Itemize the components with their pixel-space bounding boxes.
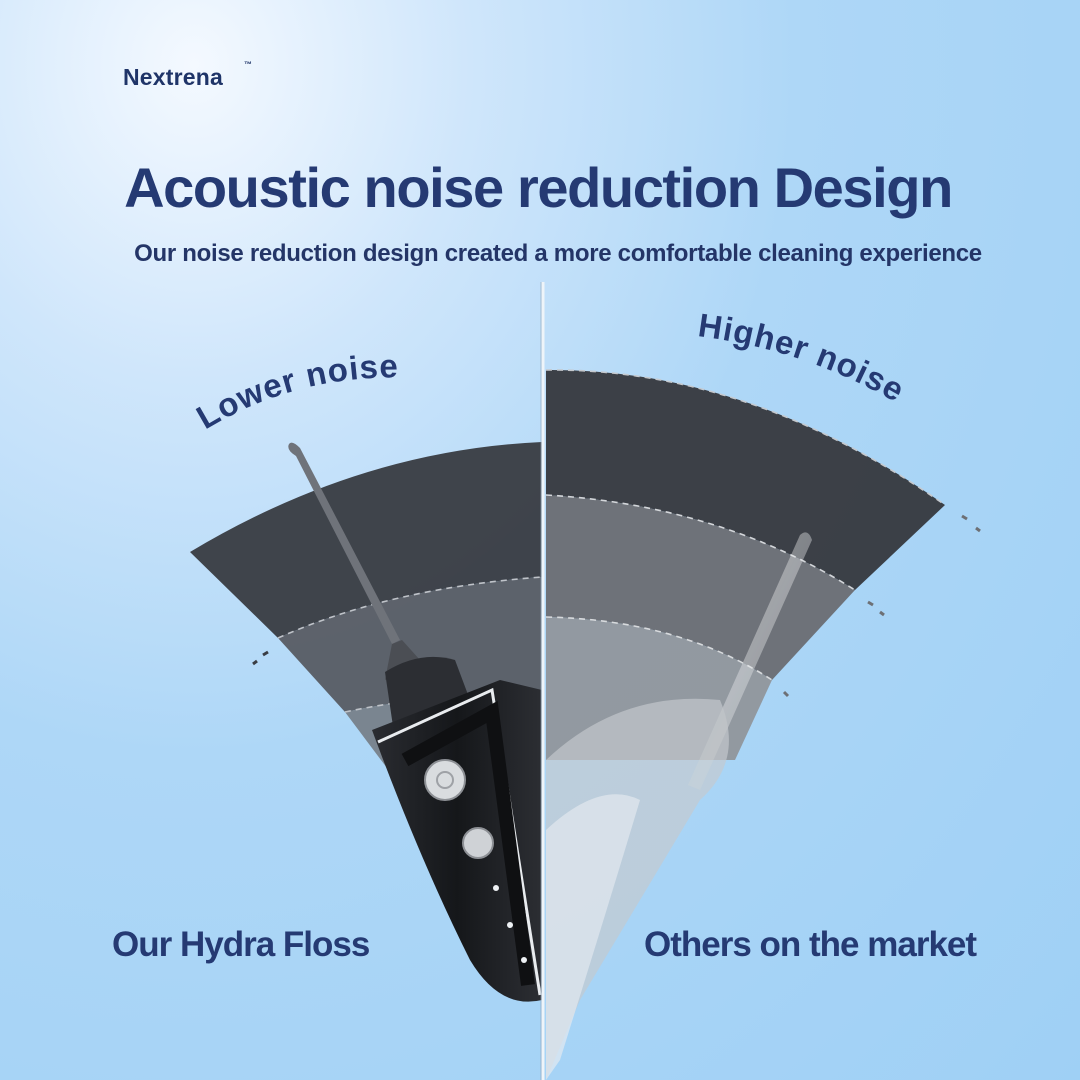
- hydra-floss-device: [288, 442, 542, 1002]
- brand-logo: Nextrena: [123, 64, 224, 90]
- svg-text:Lower noise: Lower noise: [190, 347, 399, 436]
- competitor-label: Others on the market: [644, 925, 977, 964]
- higher-noise-label: Higher noise: [696, 306, 910, 409]
- right-noise-wave: [545, 369, 981, 760]
- subheadline: Our noise reduction design created a mor…: [134, 240, 982, 267]
- trademark-mark: ™: [244, 60, 252, 69]
- svg-text:Higher noise: Higher noise: [696, 306, 911, 409]
- lower-noise-label: Lower noise: [190, 347, 398, 436]
- our-product-label: Our Hydra Floss: [112, 925, 370, 964]
- competitor-device: [546, 532, 812, 1080]
- headline: Acoustic noise reduction Design: [124, 156, 953, 219]
